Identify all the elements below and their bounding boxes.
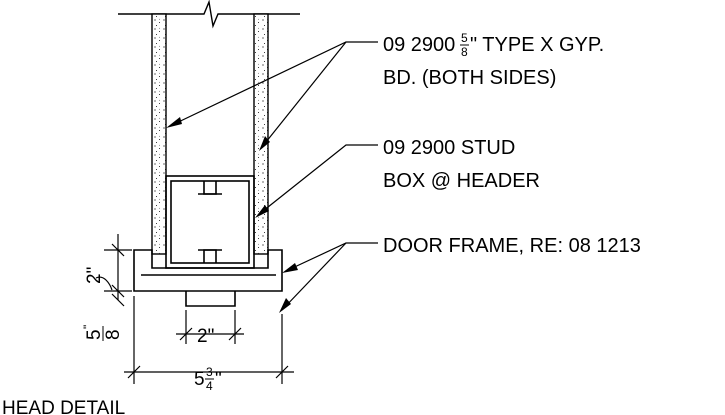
door-frame-note: DOOR FRAME, RE: 08 1213 <box>383 235 641 257</box>
gyp-thickness-denominator: 8 <box>461 45 468 59</box>
dimension-width-5-3-4in: 5 3 4 " <box>194 365 222 393</box>
svg-text:8: 8 <box>103 329 124 340</box>
svg-text:": " <box>215 369 222 390</box>
leader-lines <box>169 41 378 311</box>
door-frame <box>133 249 283 307</box>
svg-text:3: 3 <box>206 365 213 379</box>
svg-text:5: 5 <box>194 369 205 390</box>
stud-box-note-line2: BOX @ HEADER <box>383 170 540 192</box>
gyp-board-note-suffix: " TYPE X GYP. <box>470 34 604 56</box>
dimension-height-2in: 2" <box>84 267 105 284</box>
stud-box-note-line1: 09 2900 STUD <box>383 137 515 159</box>
stud-box <box>165 175 255 269</box>
svg-text:4: 4 <box>206 379 213 393</box>
dimension-lines <box>95 234 294 384</box>
leader-arrowheads <box>166 117 298 313</box>
gyp-board-note-line1: 09 2900 <box>383 34 455 56</box>
gypsum-board <box>151 13 269 255</box>
dimension-reveal-5-8in: 5 " 8 <box>81 325 124 341</box>
gyp-board-note-line2: BD. (BOTH SIDES) <box>383 67 556 89</box>
detail-title: HEAD DETAIL <box>2 398 125 415</box>
gyp-thickness-numerator: 5 <box>461 31 468 45</box>
svg-text:5: 5 <box>84 329 105 340</box>
svg-text:": " <box>81 325 95 329</box>
break-line <box>118 0 300 29</box>
dimension-face-2in: 2" <box>197 326 214 347</box>
